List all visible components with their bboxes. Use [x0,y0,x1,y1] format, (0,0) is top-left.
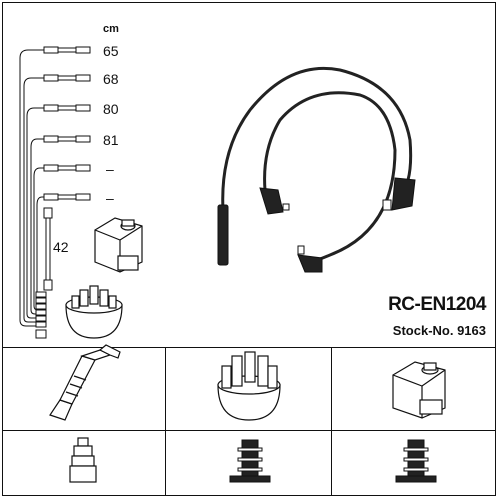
coil-icon-top [94,217,143,273]
coil-wire-length-label: 42 [53,239,69,255]
plug-boot-straight [217,204,229,266]
stock-number: Stock-No. 9163 [392,323,486,338]
length-label-2: 68 [103,71,119,87]
ignition-leads [221,66,413,264]
divider-col-2 [331,347,332,496]
length-label-6: – [106,190,114,206]
divider-col-1 [165,347,166,496]
ignition-coil-icon [392,361,446,419]
spark-plug-icon [49,344,121,421]
coil-terminal-icon [395,439,437,483]
divider-bottom [2,430,496,431]
length-label-4: 81 [103,132,119,148]
length-label-3: 80 [103,101,119,117]
unit-label: cm [103,23,119,35]
divider-top [2,347,496,348]
plug-boot-angled-2 [391,177,416,211]
terminal-1 [43,46,59,54]
length-label-5: – [106,161,114,177]
plug-boot-angled-3 [297,254,323,273]
product-code: RC-EN1204 [388,294,486,315]
plug-terminal-icon [69,437,97,483]
distributor-cap-icon [217,351,281,421]
plug-boot-angled-1 [259,187,284,215]
length-label-1: 65 [103,43,119,59]
distributor-icon-top [65,285,123,339]
distributor-terminal-icon [229,439,271,483]
diagram-frame [2,2,496,496]
